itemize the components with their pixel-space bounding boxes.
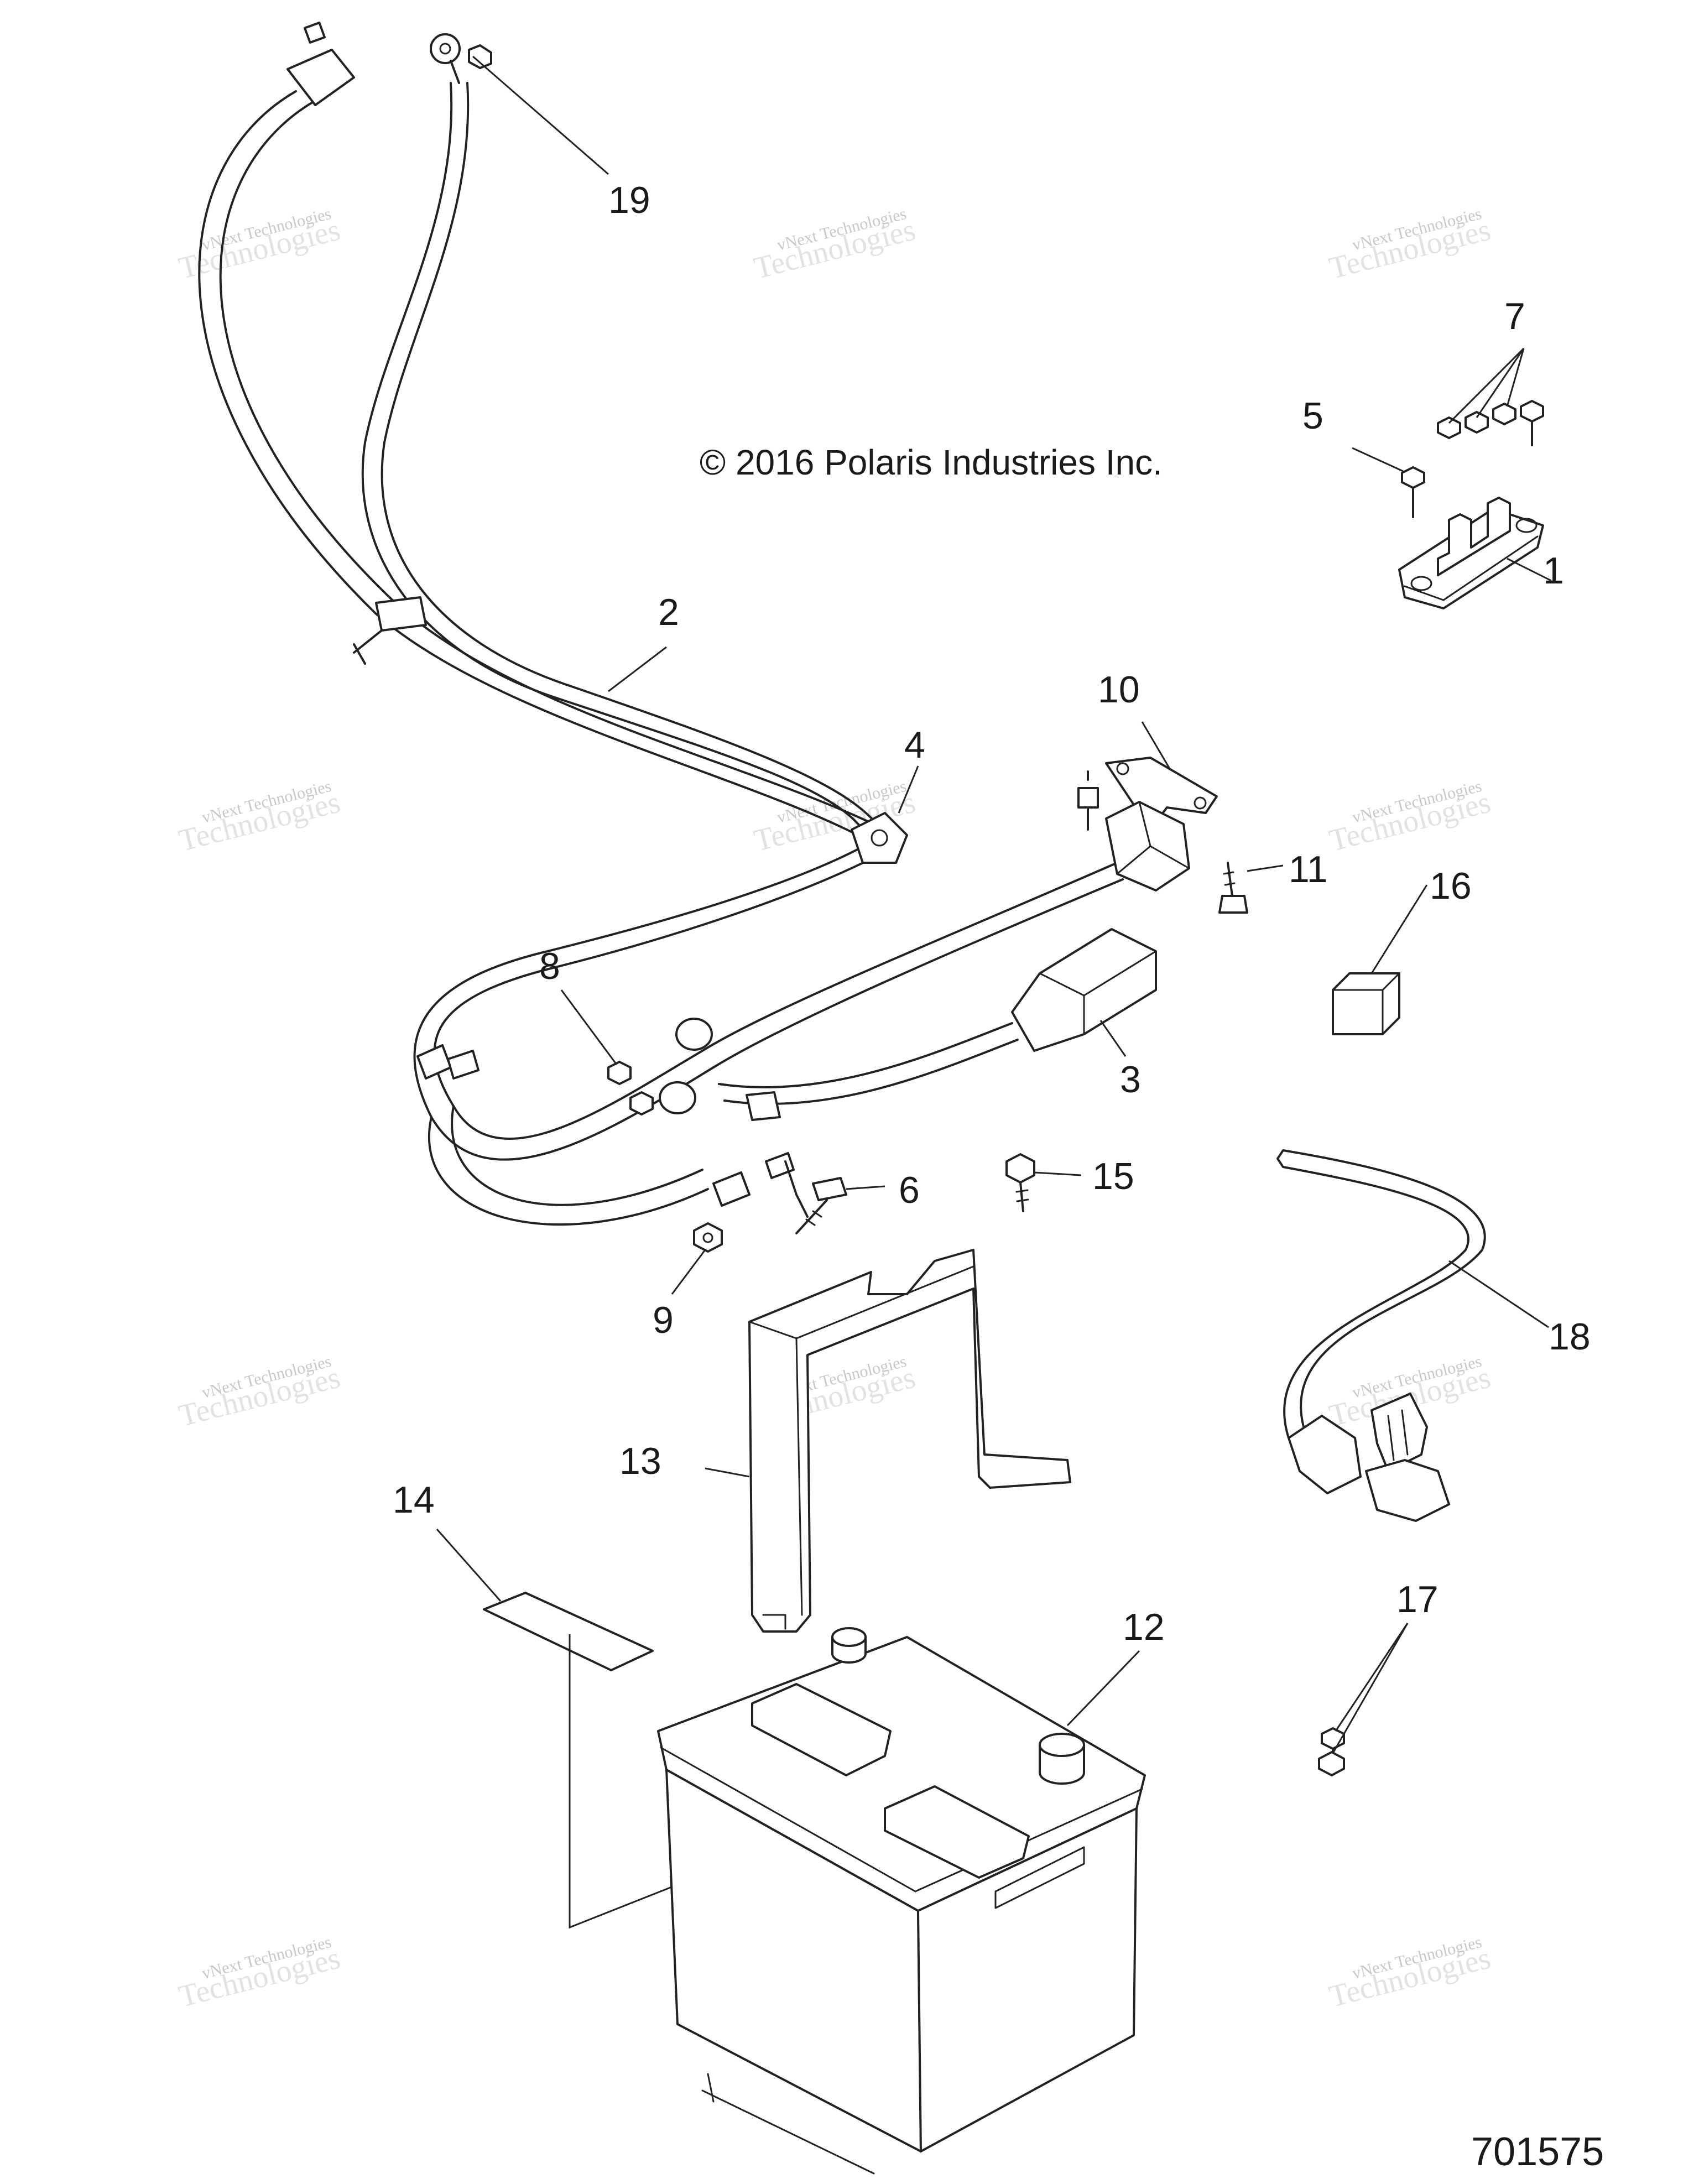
callout-15: 15 xyxy=(1092,1155,1134,1197)
callout-14: 14 xyxy=(393,1479,435,1521)
watermark: Technologies vNext Technologies xyxy=(1326,777,1494,858)
callout-9: 9 xyxy=(653,1299,674,1341)
part-15-bolt xyxy=(1005,1153,1035,1212)
callout-11: 11 xyxy=(1289,848,1328,890)
watermark: Technologies vNext Technologies xyxy=(1326,1933,1494,2014)
callout-19: 19 xyxy=(608,179,650,221)
callout-7: 7 xyxy=(1504,295,1525,337)
callouts: 19 7 5 1 2 10 4 11 16 8 3 6 15 9 18 13 1… xyxy=(393,179,1591,1648)
part-18-cable xyxy=(1276,1149,1486,1522)
part-16-block xyxy=(1332,972,1400,1035)
callout-1: 1 xyxy=(1543,550,1564,592)
part-13-holddown xyxy=(748,1249,1071,1633)
watermark: Technologies vNext Technologies xyxy=(175,1352,343,1434)
part-12-battery xyxy=(657,1627,1146,2175)
part-7-hardware xyxy=(1437,400,1544,446)
part-6-stud xyxy=(795,1177,847,1234)
callout-10: 10 xyxy=(1098,669,1140,711)
part-8-nuts xyxy=(607,1061,654,1116)
callout-6: 6 xyxy=(899,1169,920,1211)
watermark: Technologies vNext Technologies xyxy=(751,205,919,286)
part-11-bolt xyxy=(1218,862,1248,914)
callout-2: 2 xyxy=(658,591,679,633)
callout-16: 16 xyxy=(1430,865,1472,907)
callout-17: 17 xyxy=(1396,1578,1439,1620)
part-4-clip xyxy=(851,812,908,864)
part-2-battery-cable xyxy=(198,22,886,842)
part-17-hardware xyxy=(1318,1727,1345,1776)
callout-8: 8 xyxy=(539,945,560,987)
part-1-terminal-block xyxy=(1398,497,1544,609)
watermark: Technologies vNext Technologies xyxy=(175,1933,343,2014)
callout-13: 13 xyxy=(619,1440,661,1482)
watermark: Technologies vNext Technologies xyxy=(175,777,343,858)
part-5-screw xyxy=(1401,466,1425,518)
drawing-number: 701575 xyxy=(1471,2130,1604,2174)
callout-4: 4 xyxy=(904,724,925,766)
leader-lines xyxy=(436,55,1552,1754)
part-10-bracket xyxy=(1077,757,1218,892)
callout-12: 12 xyxy=(1123,1606,1165,1648)
part-9-nut xyxy=(693,1222,723,1253)
part-14-label xyxy=(483,1592,654,1671)
callout-5: 5 xyxy=(1302,395,1323,437)
callout-3: 3 xyxy=(1120,1059,1141,1101)
callout-18: 18 xyxy=(1549,1316,1591,1358)
part-3-harness xyxy=(413,840,1157,1226)
watermark: Technologies vNext Technologies xyxy=(1326,205,1494,286)
copyright-text: © 2016 Polaris Industries Inc. xyxy=(700,442,1163,482)
